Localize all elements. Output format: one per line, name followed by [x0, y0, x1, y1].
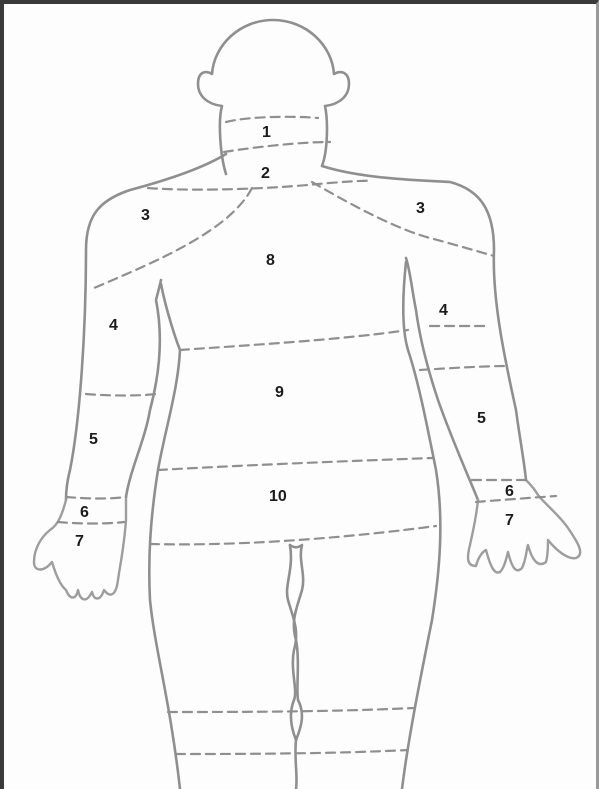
boundary-waist — [158, 458, 432, 470]
label-neck: 1 — [262, 124, 271, 141]
boundary-upper-back — [148, 181, 372, 190]
label-hand-left: 7 — [75, 533, 84, 550]
label-shoulder-left: 3 — [141, 207, 150, 224]
label-shoulder-right: 3 — [416, 200, 425, 217]
label-waist: 9 — [275, 384, 284, 401]
left-arm-inner — [126, 280, 161, 497]
label-wrist-left: 6 — [80, 504, 89, 521]
label-upper-back: 2 — [261, 165, 270, 182]
label-hand-right: 7 — [505, 512, 514, 529]
boundary-hips — [150, 526, 436, 544]
boundary-wrist-left — [66, 497, 126, 499]
body-left-outline — [66, 154, 226, 500]
boundary-hand-left — [58, 522, 124, 524]
label-back: 8 — [266, 252, 275, 269]
label-buttocks: 10 — [269, 488, 287, 505]
label-forearm-right: 5 — [477, 410, 486, 427]
boundary-elbow-right — [420, 366, 508, 370]
boundary-shoulder-right — [312, 182, 494, 256]
boundary-chest — [180, 330, 408, 350]
boundary-neck-top — [226, 117, 318, 122]
boundary-shoulder-left — [94, 188, 252, 288]
left-torso-side — [149, 284, 180, 789]
label-upper-arm-right: 4 — [439, 302, 448, 319]
label-forearm-left: 5 — [89, 431, 98, 448]
boundary-neck-bottom — [224, 142, 330, 152]
label-upper-arm-left: 4 — [109, 317, 118, 334]
label-wrist-right: 6 — [505, 483, 514, 500]
right-hand-outline — [468, 480, 580, 573]
head-outline — [198, 20, 349, 174]
boundary-knee — [176, 750, 408, 754]
boundary-elbow-left — [86, 394, 156, 396]
